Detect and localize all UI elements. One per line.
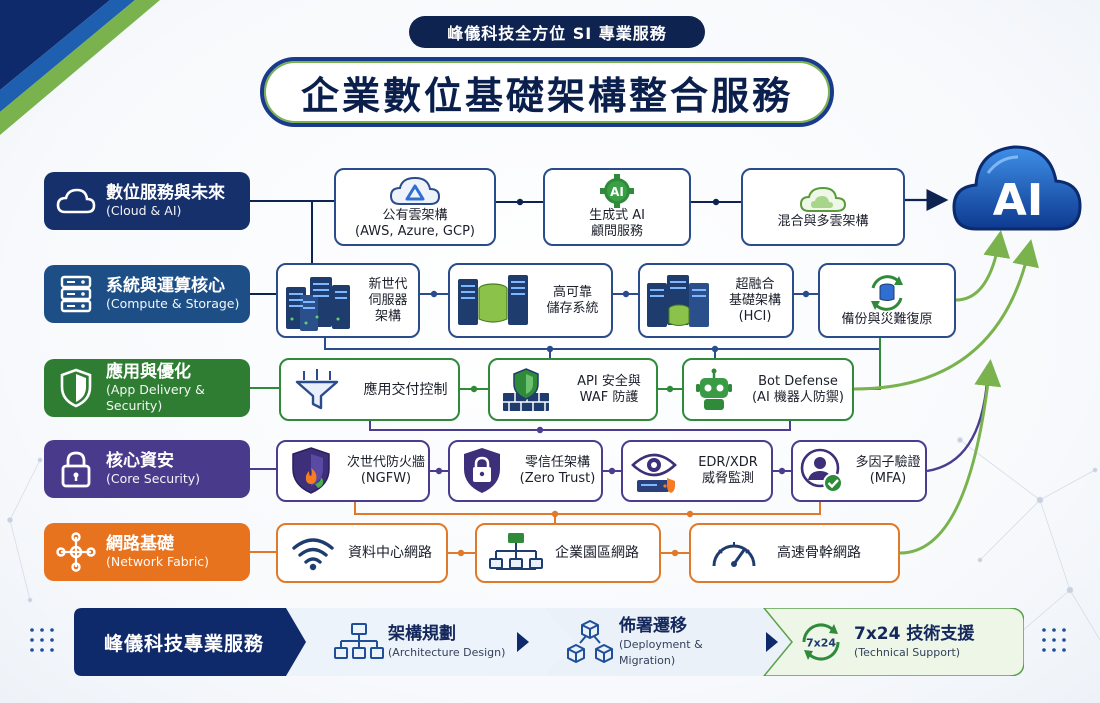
- layer-title: 核心資安: [106, 451, 174, 471]
- ai-label: AI: [993, 175, 1043, 226]
- header-subtitle-pill: 峰儀科技全方位 SI 專業服務: [409, 16, 705, 48]
- layer-compute-storage: 系統與運算核心(Compute & Storage): [44, 265, 250, 323]
- service-subtitle: (Architecture Design): [388, 646, 506, 659]
- servers-icon: [278, 269, 358, 333]
- node-api-waf: API 安全與 WAF 防護: [488, 358, 658, 421]
- node-label: 多因子驗證 (MFA): [855, 455, 921, 486]
- speedometer-icon: [691, 536, 777, 570]
- cloud-logo-icon: [388, 174, 442, 208]
- decorative-dots-left: [30, 628, 54, 652]
- service-deployment-migration: 佈署遷移 (Deployment & Migration): [560, 608, 760, 676]
- node-bot-defense: Bot Defense (AI 機器人防禦): [682, 358, 854, 421]
- corner-decoration: [0, 0, 160, 135]
- node-servers: 新世代 伺服器 架構: [276, 263, 420, 338]
- wifi-icon: [278, 535, 348, 571]
- org-chart-icon: [330, 622, 388, 662]
- node-label: 零信任架構 (Zero Trust): [519, 455, 596, 486]
- layer-title: 應用與優化: [106, 362, 191, 382]
- layer-network-fabric: 網路基礎(Network Fabric): [44, 523, 250, 581]
- layer-core-security: 核心資安(Core Security): [44, 440, 250, 498]
- node-label: 高速骨幹網路: [777, 545, 861, 561]
- layer-subtitle: (Network Fabric): [106, 554, 210, 569]
- ai-cloud-icon: AI: [948, 133, 1084, 243]
- shield-icon: [54, 366, 98, 410]
- node-label: Bot Defense (AI 機器人防禦): [751, 373, 844, 405]
- campus-network-icon: [477, 531, 555, 575]
- node-label: 高可靠 儲存系統: [546, 284, 599, 316]
- node-label: 新世代 伺服器 架構: [368, 276, 408, 324]
- node-label: 超融合 基礎架構 (HCI): [728, 276, 781, 324]
- node-label: EDR/XDR 威脅監測: [698, 455, 758, 486]
- padlock-icon: [54, 447, 98, 491]
- node-ngfw: 次世代防火牆 (NGFW): [276, 440, 430, 502]
- layer-subtitle: (Compute & Storage): [106, 296, 240, 311]
- node-hci: 超融合 基礎架構 (HCI): [638, 263, 794, 338]
- hci-icon: [640, 271, 718, 331]
- node-backup-dr: 備份與災難復原: [818, 263, 956, 338]
- services-band-title: 峰儀科技專業服務: [103, 632, 264, 655]
- node-label: API 安全與 WAF 防護: [577, 373, 641, 405]
- robot-icon: [684, 368, 744, 412]
- decorative-dots-right: [1042, 628, 1066, 652]
- layer-subtitle: (App Delivery & Security): [106, 382, 205, 413]
- node-label: 應用交付控制: [363, 381, 448, 398]
- ai-gear-icon: AI: [597, 174, 637, 208]
- cloud-icon: [54, 179, 98, 223]
- node-campus-network: 企業園區網路: [475, 523, 661, 583]
- node-label: 備份與災難復原: [841, 311, 933, 327]
- service-title: 7x24 技術支援: [854, 624, 975, 644]
- node-backbone-network: 高速骨幹網路: [689, 523, 900, 583]
- page-title: 企業數位基礎架構整合服務: [260, 57, 834, 127]
- svg-text:AI: AI: [610, 185, 624, 199]
- lock-shield-icon: [450, 446, 514, 496]
- node-label: 次世代防火牆 (NGFW): [346, 455, 425, 486]
- services-band: 峰儀科技專業服務 架構規劃 (Architecture Design) 佈署遷移…: [74, 608, 1024, 676]
- service-subtitle: (Technical Support): [854, 646, 961, 659]
- user-check-icon: [793, 448, 851, 494]
- node-label: 公有雲架構 (AWS, Azure, GCP): [355, 208, 475, 239]
- service-title: 佈署遷移: [619, 616, 688, 636]
- funnel-icon: [281, 368, 353, 412]
- node-label: 生成式 AI 顧問服務: [589, 208, 645, 239]
- layer-cloud-ai: 數位服務與未來(Cloud & AI): [44, 172, 250, 230]
- service-architecture-design: 架構規劃 (Architecture Design): [330, 608, 510, 676]
- waf-shield-icon: [490, 367, 562, 413]
- server-rack-icon: [54, 272, 98, 316]
- layer-title: 系統與運算核心: [106, 276, 225, 296]
- node-label: 混合與多雲架構: [777, 214, 869, 229]
- node-hybrid-cloud: 混合與多雲架構: [741, 168, 905, 246]
- node-app-delivery: 應用交付控制: [279, 358, 460, 421]
- node-edr-xdr: EDR/XDR 威脅監測: [621, 440, 773, 502]
- layer-title: 網路基礎: [106, 534, 174, 554]
- node-public-cloud: 公有雲架構 (AWS, Azure, GCP): [334, 168, 496, 246]
- storage-icon: [450, 271, 534, 331]
- eye-monitor-icon: [623, 448, 685, 494]
- layer-title: 數位服務與未來: [106, 183, 225, 203]
- multi-cloud-icon: [798, 184, 848, 214]
- service-technical-support: 7x24 7x24 技術支援 (Technical Support): [788, 608, 1018, 676]
- node-label: 資料中心網路: [348, 545, 432, 561]
- layer-subtitle: (Cloud & AI): [106, 203, 182, 218]
- service-title: 架構規劃: [388, 624, 456, 644]
- layer-subtitle: (Core Security): [106, 471, 200, 486]
- network-hub-icon: [54, 530, 98, 574]
- node-mfa: 多因子驗證 (MFA): [791, 440, 927, 502]
- layer-app-delivery: 應用與優化(App Delivery & Security): [44, 359, 250, 417]
- service-subtitle: (Deployment & Migration): [619, 638, 703, 667]
- support-cycle-icon: 7x24: [788, 620, 854, 664]
- firewall-shield-icon: [278, 446, 344, 496]
- backup-recovery-icon: [865, 274, 909, 312]
- node-zero-trust: 零信任架構 (Zero Trust): [448, 440, 603, 502]
- node-storage: 高可靠 儲存系統: [448, 263, 613, 338]
- node-datacenter-network: 資料中心網路: [276, 523, 448, 583]
- node-label: 企業園區網路: [555, 545, 639, 561]
- support-badge: 7x24: [806, 637, 836, 650]
- cubes-icon: [560, 619, 619, 665]
- node-generative-ai: AI 生成式 AI 顧問服務: [543, 168, 691, 246]
